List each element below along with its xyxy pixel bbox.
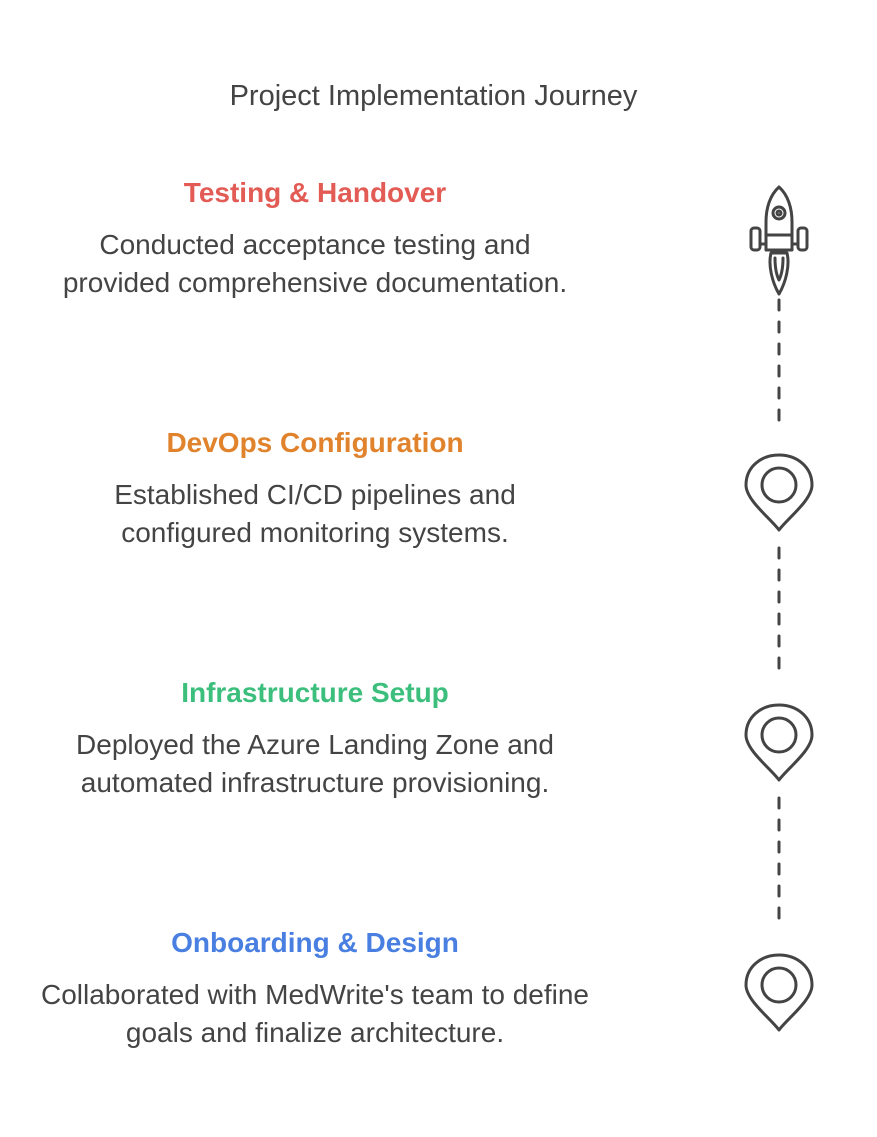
step-testing-handover: Testing & Handover Conducted acceptance … <box>15 176 615 302</box>
step-body: Conducted acceptance testing and provide… <box>62 229 568 298</box>
map-pin-icon <box>744 453 814 532</box>
step-body: Deployed the Azure Landing Zone and auto… <box>76 729 554 798</box>
map-pin-icon <box>744 953 814 1032</box>
diagram-title: Project Implementation Journey <box>229 80 638 112</box>
step-heading: Testing & Handover <box>183 177 447 208</box>
step-devops-configuration: DevOps Configuration Established CI/CD p… <box>15 426 615 552</box>
step-infrastructure-setup: Infrastructure Setup Deployed the Azure … <box>15 676 615 802</box>
map-pin-icon <box>744 703 814 782</box>
step-heading: Infrastructure Setup <box>181 677 449 708</box>
rocket-icon <box>749 185 809 296</box>
step-body: Collaborated with MedWrite's team to def… <box>41 979 589 1048</box>
step-heading: DevOps Configuration <box>166 427 464 458</box>
step-onboarding-design: Onboarding & Design Collaborated with Me… <box>15 926 615 1052</box>
step-heading: Onboarding & Design <box>171 927 459 958</box>
step-body: Established CI/CD pipelines and configur… <box>114 479 516 548</box>
